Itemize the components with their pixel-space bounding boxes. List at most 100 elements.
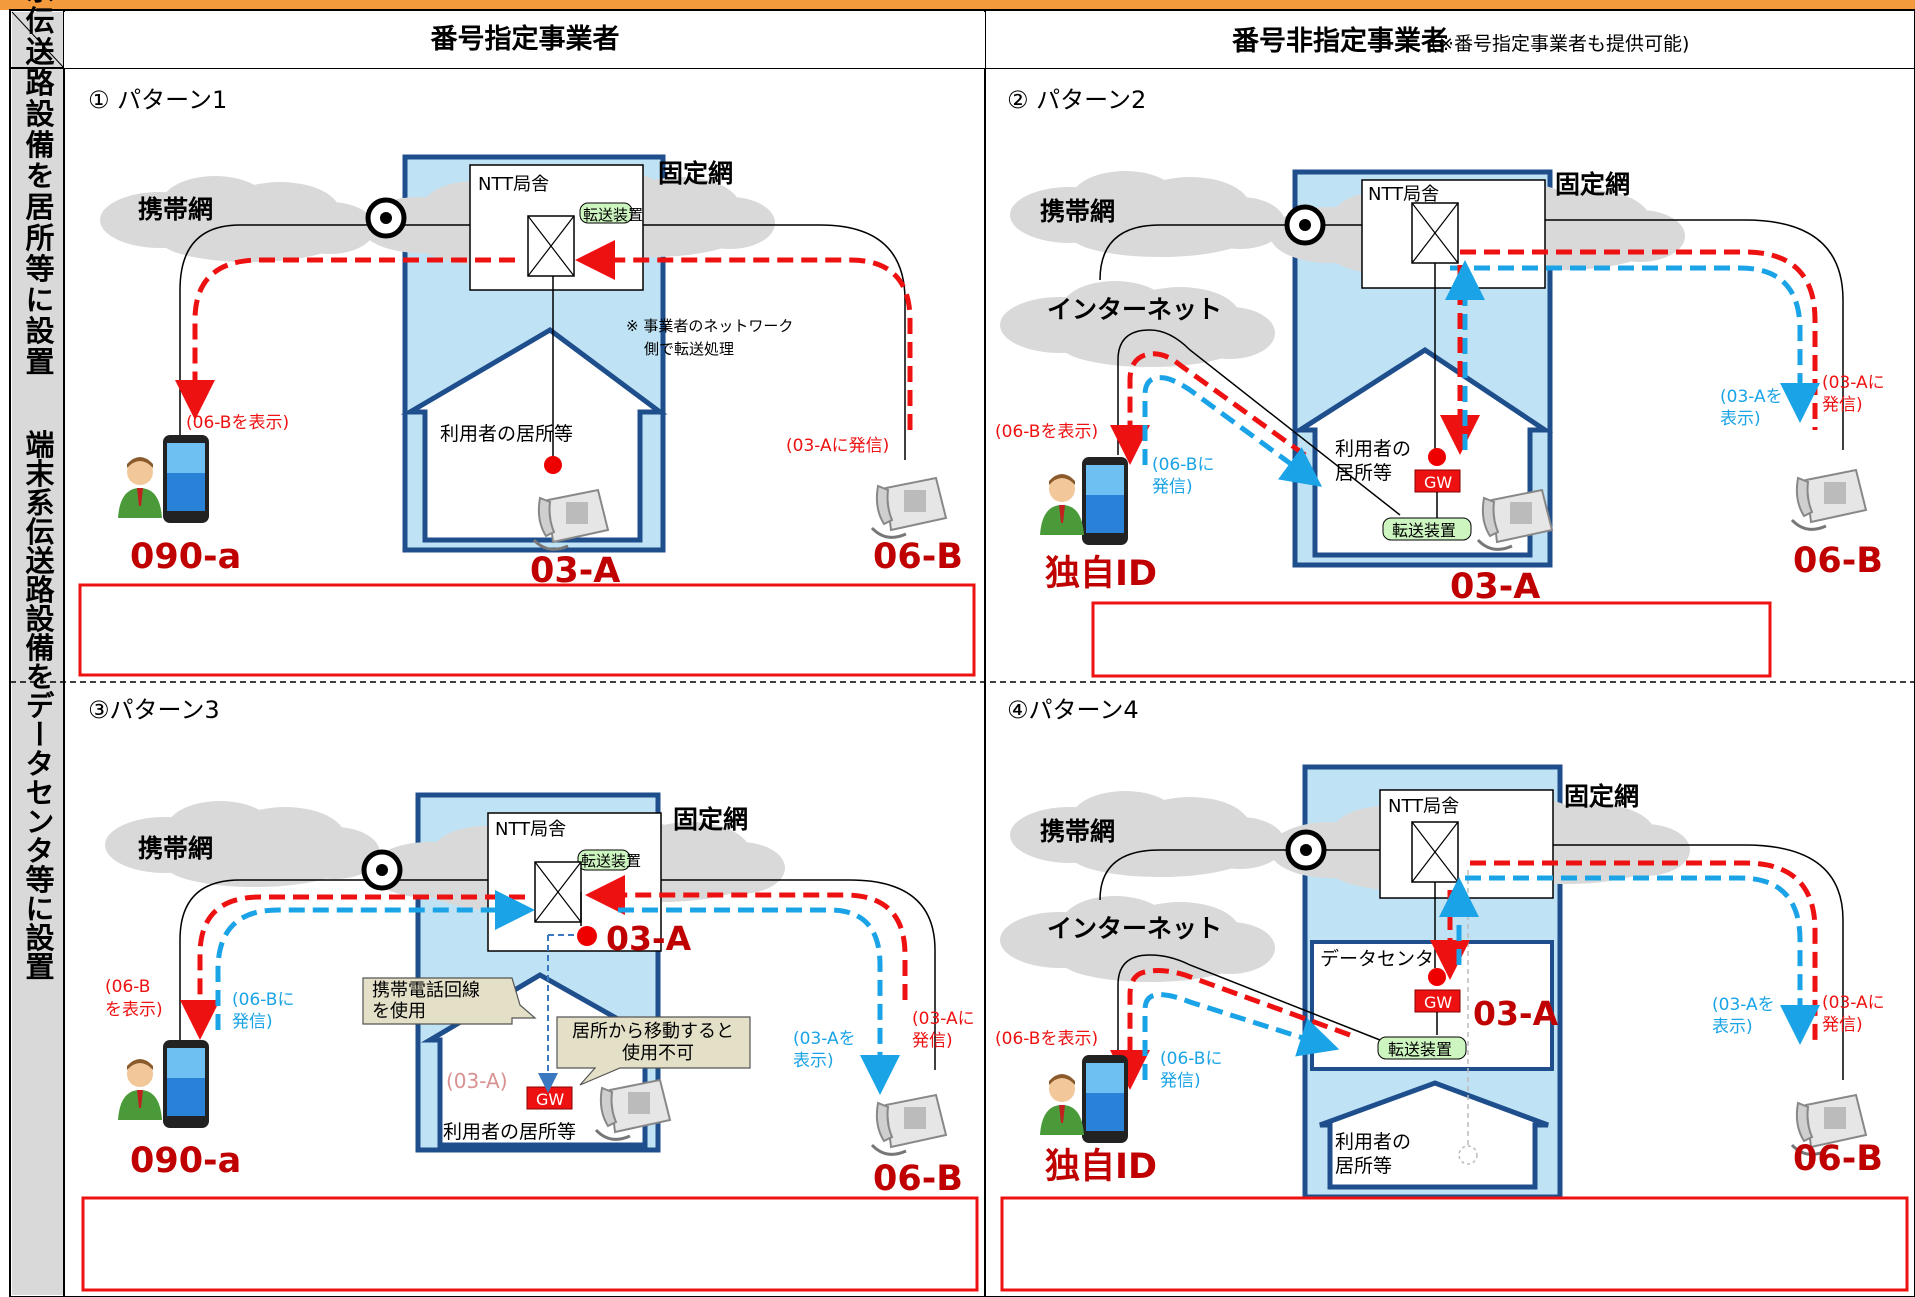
svg-text:(03-Aに: (03-Aに: [912, 1009, 975, 1029]
internet-label: インターネット: [1047, 295, 1222, 324]
svg-text:転送装置: 転送装置: [583, 206, 643, 224]
label-call: (03-Aに発信): [786, 436, 889, 456]
person-icon: [1040, 474, 1084, 535]
pattern3-title: ③パターン3: [88, 696, 220, 724]
internet-cloud: [1000, 281, 1275, 367]
top-bar: [0, 0, 1915, 10]
mobile-phone-icon: [1082, 457, 1128, 545]
col2-header-note: (※番号指定事業者も提供可能): [1431, 33, 1690, 55]
mobile-network-label: 携帯網: [138, 195, 213, 224]
gateway-icon: [1288, 832, 1324, 868]
pattern2-title: ② パターン2: [1007, 86, 1146, 114]
number-id: 独自ID: [1045, 554, 1157, 594]
svg-text:(03-Aを: (03-Aを: [1712, 995, 1775, 1015]
svg-text:居所から移動すると: 居所から移動すると: [572, 1021, 734, 1042]
svg-text:表示): 表示): [793, 1051, 834, 1071]
mobile-phone-icon: [163, 435, 209, 523]
number-03a: 03-A: [606, 919, 692, 958]
svg-text:(06-Bに: (06-Bに: [1160, 1049, 1222, 1069]
number-id: 独自ID: [1045, 1147, 1157, 1187]
svg-text:使用不可: 使用不可: [622, 1043, 694, 1064]
person-icon: [118, 457, 162, 518]
number-mobile: 090-a: [130, 537, 241, 577]
svg-text:(03-Aに: (03-Aに: [1822, 993, 1885, 1013]
mobile-network-label: 携帯網: [1040, 817, 1115, 846]
gateway-icon: [364, 852, 400, 888]
terminal-dot: [544, 456, 562, 474]
switch-icon: [535, 862, 581, 922]
svg-text:発信): 発信): [1160, 1071, 1201, 1091]
mobile-phone-icon: [163, 1040, 209, 1128]
data-center-label: データセンタ: [1320, 948, 1434, 970]
fixed-network-label: 固定網: [1564, 782, 1639, 811]
house-label: 利用者の居所等: [443, 1121, 576, 1143]
ntt-label: NTT局舎: [478, 174, 549, 195]
pattern2-panel: ② パターン2 携帯網 固定網 インターネット NTT局舎 利用者の 居所等 G…: [995, 86, 1885, 676]
svg-text:(06-B: (06-B: [105, 977, 150, 997]
svg-text:(03-Aを: (03-Aを: [793, 1029, 856, 1049]
ntt-label: NTT局舎: [1368, 184, 1439, 205]
row2-label: 端末系伝送路設備をデータセンタ等に設置: [21, 429, 55, 980]
switch-icon: [1412, 822, 1458, 882]
svg-text:発信): 発信): [1822, 395, 1863, 415]
note-line2: 側で転送処理: [644, 340, 734, 358]
number-house: 03-A: [1450, 567, 1540, 607]
faded-number: (03-A): [446, 1069, 508, 1093]
empty-red-box: [1093, 603, 1770, 676]
fixed-network-label: 固定網: [673, 805, 748, 834]
person-icon: [118, 1059, 162, 1120]
svg-text:発信): 発信): [1822, 1015, 1863, 1035]
svg-text:(03-Aを: (03-Aを: [1720, 387, 1783, 407]
svg-text:転送装置: 転送装置: [1392, 521, 1456, 540]
svg-text:転送装置: 転送装置: [1388, 1040, 1452, 1059]
svg-text:発信): 発信): [912, 1031, 953, 1051]
ntt-label: NTT局舎: [495, 819, 566, 840]
number-03a: 03-A: [1473, 994, 1559, 1033]
deskphone-right-icon: [872, 478, 946, 537]
pattern3-panel: ③パターン3 携帯網 固定網 NTT局舎 転送装置 03-A 利用者の居所等 (…: [83, 696, 977, 1290]
svg-text:GW: GW: [536, 1090, 564, 1109]
svg-text:(06-Bに: (06-Bに: [232, 990, 294, 1010]
fixed-network-label: 固定網: [658, 159, 733, 188]
svg-text:(03-Aに: (03-Aに: [1822, 373, 1885, 393]
number-right: 06-B: [1793, 541, 1883, 581]
number-right: 06-B: [873, 1159, 963, 1199]
svg-text:を表示): を表示): [105, 1000, 163, 1020]
deskphone-right-icon: [1792, 470, 1866, 529]
svg-text:転送装置: 転送装置: [581, 852, 641, 870]
col2-header: 番号非指定事業者: [1232, 25, 1448, 57]
pattern4-panel: ④パターン4 携帯網 固定網 インターネット NTT局舎 データセンタ GW 転…: [995, 696, 1907, 1290]
gateway-icon: [1287, 207, 1323, 243]
house-label-2: 居所等: [1335, 1155, 1392, 1177]
number-right: 06-B: [873, 537, 963, 577]
svg-text:GW: GW: [1424, 993, 1452, 1012]
empty-red-box: [1002, 1198, 1907, 1290]
pattern4-title: ④パターン4: [1007, 696, 1139, 724]
house-label-2: 居所等: [1335, 462, 1392, 484]
svg-text:表示): 表示): [1720, 409, 1761, 429]
switch-icon: [1412, 203, 1458, 263]
ntt-label: NTT局舎: [1388, 796, 1459, 817]
fixed-network-label: 固定網: [1555, 170, 1630, 199]
svg-text:を使用: を使用: [372, 1001, 426, 1022]
person-icon: [1040, 1074, 1084, 1135]
svg-text:表示): 表示): [1712, 1017, 1753, 1037]
label-show: (06-Bを表示): [186, 413, 289, 433]
pattern1-title: ① パターン1: [88, 86, 227, 114]
gateway-icon: [368, 200, 404, 236]
label-show: (06-Bを表示): [995, 1029, 1098, 1049]
number-right: 06-B: [1793, 1139, 1883, 1179]
svg-text:GW: GW: [1424, 473, 1452, 492]
pattern1-panel: ① パターン1 携帯網 固定網 NTT局舎 転送装置 ※ 事業者のネットワーク …: [80, 86, 974, 675]
svg-text:携帯電話回線: 携帯電話回線: [372, 980, 480, 1001]
deskphone-right-icon: [872, 1095, 946, 1154]
mobile-phone-icon: [1082, 1055, 1128, 1143]
internet-label: インターネット: [1047, 914, 1222, 943]
note-line1: ※ 事業者のネットワーク: [626, 317, 793, 335]
svg-text:発信): 発信): [232, 1012, 273, 1032]
number-mobile: 090-a: [130, 1141, 241, 1181]
empty-red-box: [83, 1198, 977, 1290]
switch-icon: [528, 216, 574, 276]
empty-red-box: [80, 585, 974, 675]
